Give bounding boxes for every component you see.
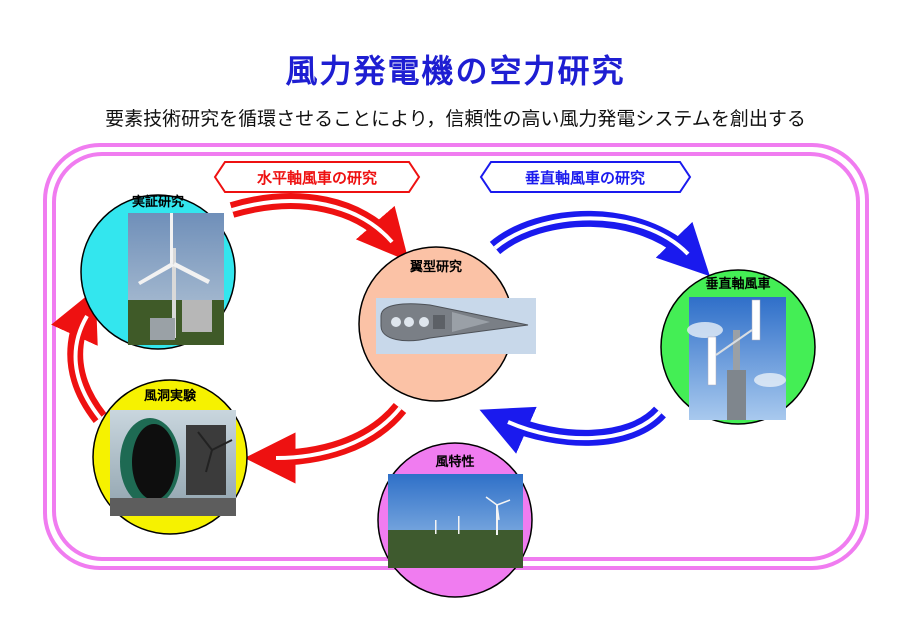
tag-horizontal-label: 水平軸風車の研究 bbox=[257, 169, 377, 187]
arrow-vawt-to-airfoil bbox=[479, 406, 666, 454]
node-vawt-label: 垂直軸風車 bbox=[705, 276, 770, 292]
tag-horizontal-axis: 水平軸風車の研究 bbox=[213, 161, 421, 193]
arrow-field-to-airfoil bbox=[229, 193, 409, 262]
airfoil-section-photo bbox=[376, 298, 536, 354]
wind-farm-photo bbox=[388, 474, 523, 568]
vawt-photo bbox=[687, 297, 786, 420]
node-wind-tunnel: 風洞実験 bbox=[92, 379, 248, 535]
field-turbine-photo bbox=[128, 213, 224, 345]
arrow-airfoil-to-vawt bbox=[489, 210, 710, 277]
arrow-tunnel-to-field bbox=[51, 288, 107, 423]
node-wind-label: 風特性 bbox=[435, 454, 474, 470]
tag-vertical-label: 垂直軸風車の研究 bbox=[525, 169, 645, 187]
node-field-label: 実証研究 bbox=[132, 194, 184, 210]
page-title: 風力発電機の空力研究 bbox=[285, 52, 626, 90]
tag-vertical-axis: 垂直軸風車の研究 bbox=[479, 161, 692, 193]
arrow-airfoil-to-tunnel bbox=[244, 402, 407, 484]
node-field-research: 実証研究 bbox=[80, 194, 236, 350]
node-airfoil-research: 翼型研究 bbox=[358, 246, 536, 402]
node-wind-characteristics: 風特性 bbox=[377, 442, 533, 598]
page-subtitle: 要素技術研究を循環させることにより，信頼性の高い風力発電システムを創出する bbox=[105, 108, 806, 130]
node-airfoil-label: 翼型研究 bbox=[409, 259, 462, 275]
wind-tunnel-photo bbox=[110, 410, 236, 516]
node-vawt: 垂直軸風車 bbox=[660, 269, 816, 425]
node-tunnel-label: 風洞実験 bbox=[144, 388, 197, 404]
